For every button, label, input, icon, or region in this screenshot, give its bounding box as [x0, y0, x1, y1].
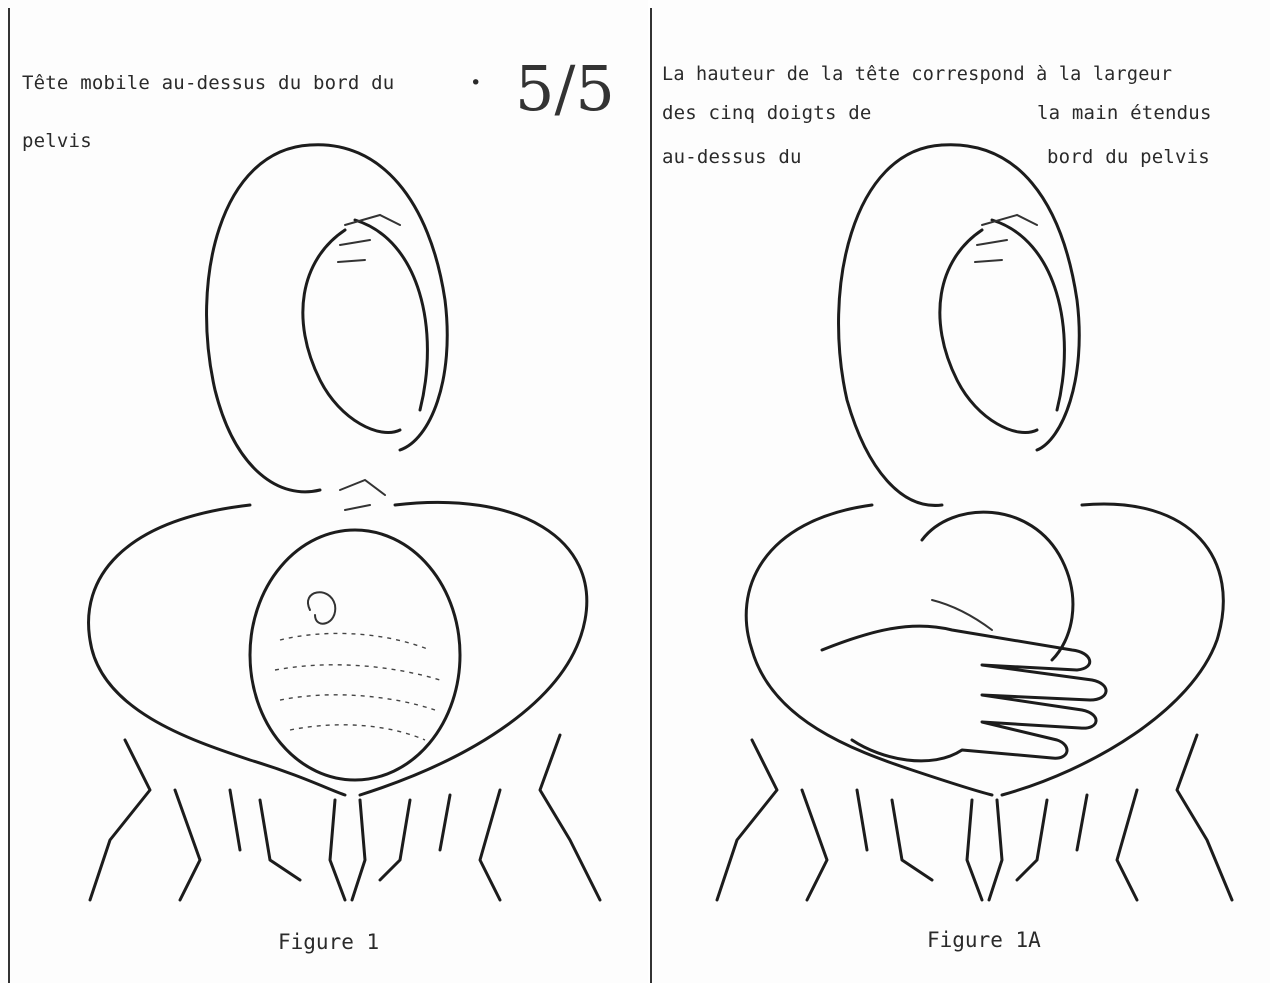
fetal-head	[250, 530, 460, 780]
fetal-foot	[975, 215, 1037, 262]
fetal-ear	[308, 592, 335, 623]
hair-shading	[275, 633, 440, 740]
fetal-thigh	[355, 220, 427, 410]
pelvis-outline-left	[746, 505, 992, 795]
fetal-hand	[340, 480, 385, 510]
pelvic-bone-right	[1017, 735, 1232, 900]
pelvic-bone-left	[90, 740, 300, 900]
figure-1a-panel: La hauteur de la tête correspond à la la…	[652, 0, 1270, 983]
fetal-front	[310, 145, 447, 450]
pelvic-bone-left	[717, 740, 932, 900]
fetal-thigh	[992, 220, 1064, 410]
fetal-back	[839, 145, 942, 505]
pubic-symphysis	[330, 800, 365, 900]
pubic-symphysis	[967, 800, 1002, 900]
figure-1-caption: Figure 1	[278, 930, 379, 954]
fetus-hand-illustration	[652, 0, 1270, 983]
figure-1a-caption: Figure 1A	[927, 928, 1041, 952]
thumb-line	[932, 600, 992, 630]
figure-1-panel: Tête mobile au-dessus du bord du • pelvi…	[0, 0, 648, 983]
fetus-pelvis-illustration	[0, 0, 648, 983]
fetal-foot	[338, 215, 400, 262]
pelvis-outline-left	[89, 505, 345, 795]
